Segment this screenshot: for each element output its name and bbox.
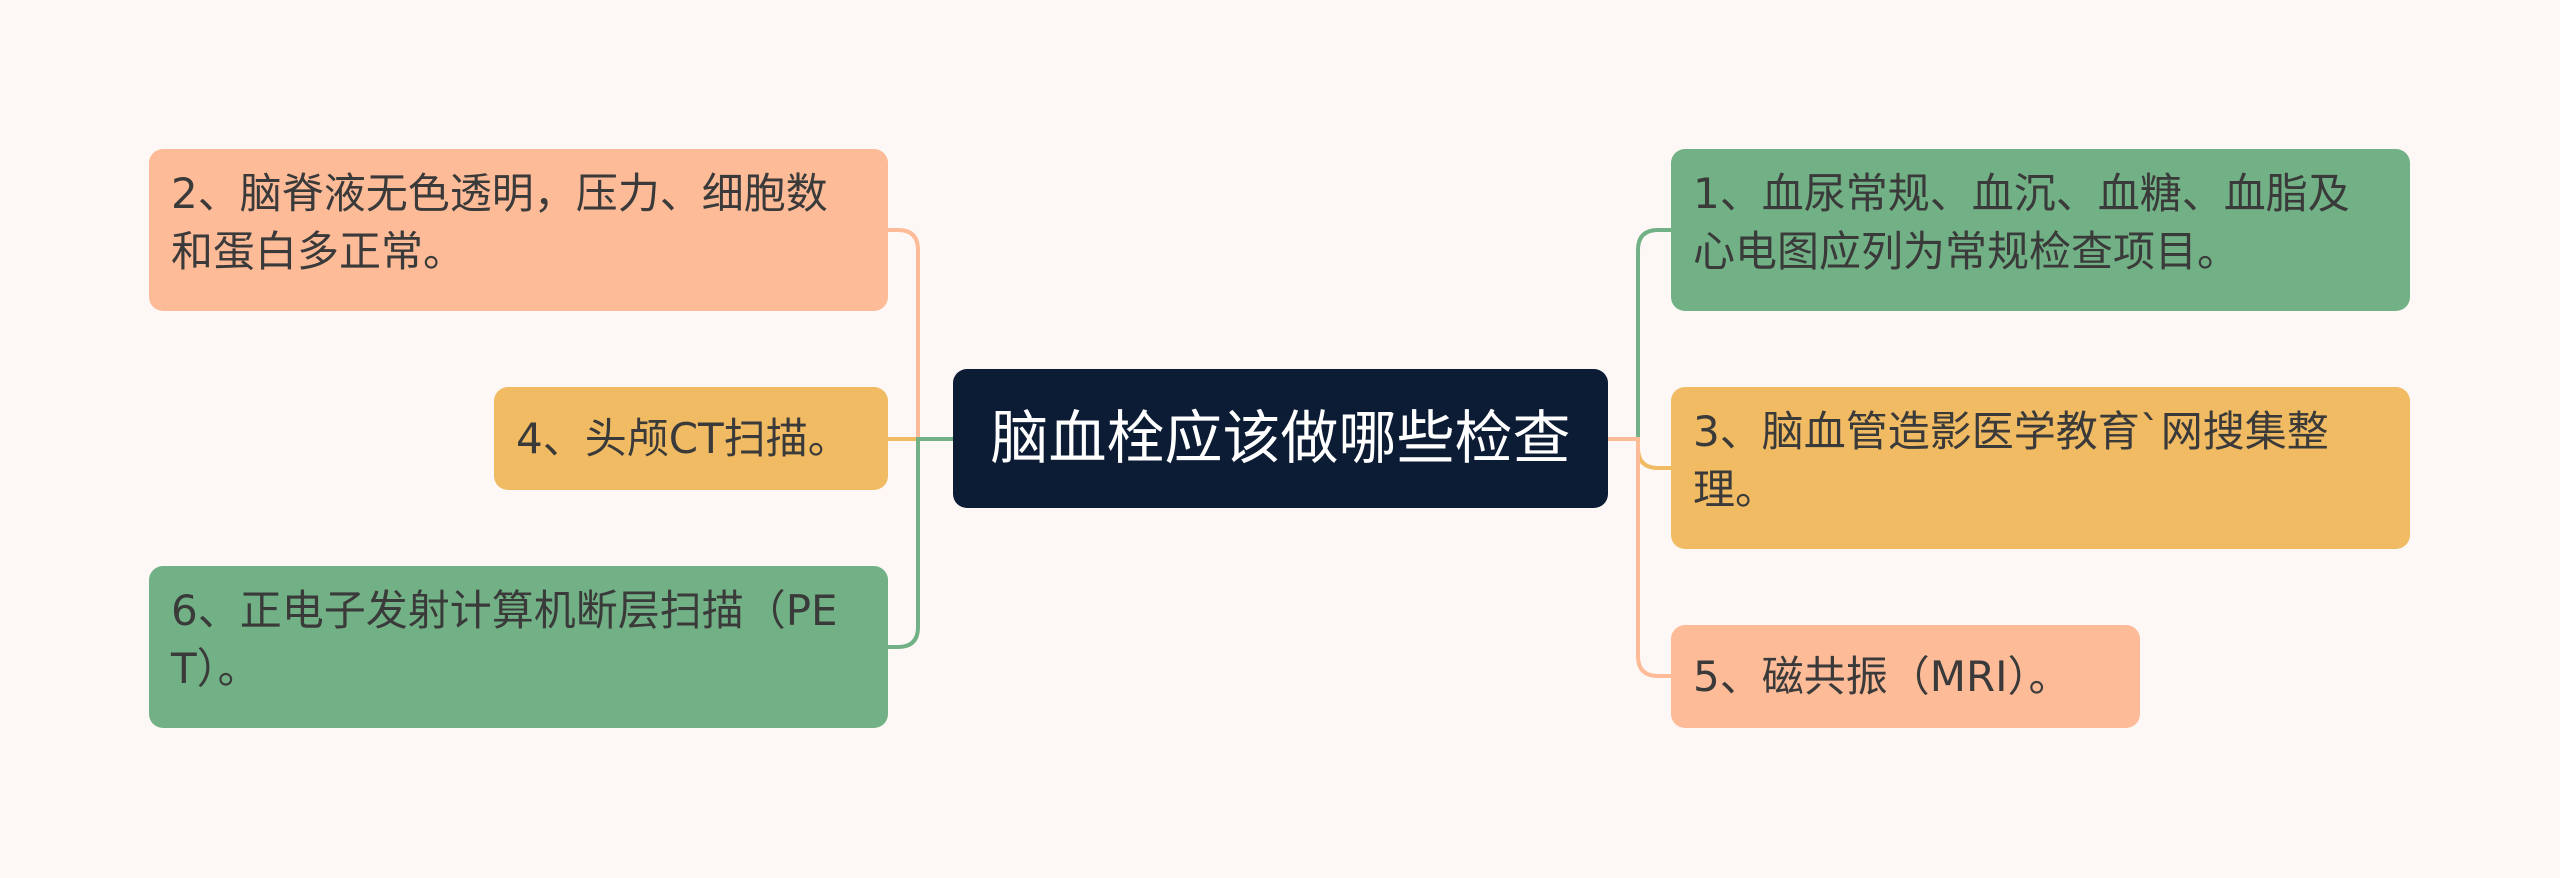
topic-left-3[interactable]: 6、正电子发射计算机断层扫描（PET）。 [149,566,888,728]
connector-right-5 [1608,437,1671,678]
connector-left-6 [888,437,953,649]
connector-left-2 [888,228,953,441]
topic-left-1[interactable]: 2、脑脊液无色透明，压力、细胞数和蛋白多正常。 [149,149,888,311]
topic-left-2[interactable]: 4、头颅CT扫描。 [494,387,888,490]
topic-right-2[interactable]: 3、脑血管造影医学教育`网搜集整理。 [1671,387,2410,549]
topic-right-1[interactable]: 1、血尿常规、血沉、血糖、血脂及心电图应列为常规检查项目。 [1671,149,2410,311]
central-topic[interactable]: 脑血栓应该做哪些检查 [953,369,1608,508]
topic-right-3[interactable]: 5、磁共振（MRI）。 [1671,625,2140,728]
connector-right-1 [1608,228,1671,441]
